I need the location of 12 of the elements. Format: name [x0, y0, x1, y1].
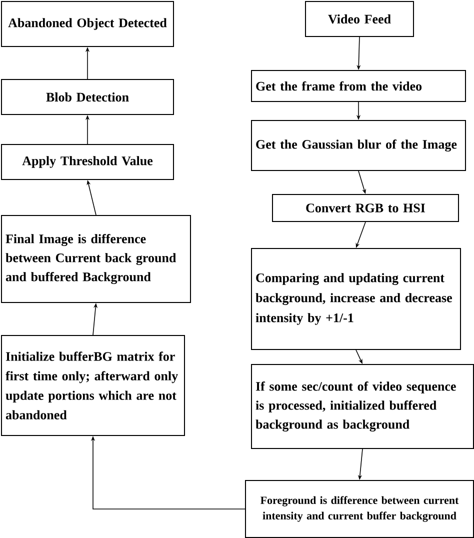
process-box: Video Feed: [305, 1, 414, 37]
process-box: If some sec/count of video sequence is processed, initialized buffered background as background: [251, 364, 474, 449]
process-box: Abandoned Object Detected: [1, 1, 174, 47]
process-box: Final Image is difference between Current back ground and buffered Background: [1, 215, 191, 303]
process-box: Foreground is difference between current intensity and current buffer background: [245, 480, 474, 538]
process-box: Convert RGB to HSI: [272, 194, 459, 222]
process-box: Get the frame from the video: [251, 70, 466, 102]
process-box: Blob Detection: [1, 79, 174, 115]
process-box: Comparing and updating current background, increase and decrease intensity by +1/-1: [251, 248, 461, 350]
process-box: Initialize bufferBG matrix for first time only; afterward only update portions which are not abandoned: [1, 335, 185, 436]
process-box: Get the Gaussian blur of the Image: [251, 120, 466, 171]
process-box: Apply Threshold Value: [1, 144, 174, 180]
